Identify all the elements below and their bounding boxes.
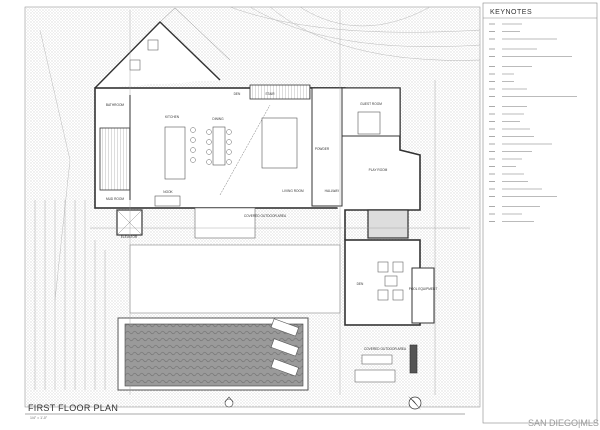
stair [249,84,311,100]
keynotes-heading: KEYNOTES [490,9,532,16]
room-label-kitchen: KITCHEN [165,115,180,119]
lawn [129,244,341,314]
room-label-stair: STAIR [265,92,275,96]
room-label-play-room: PLAY ROOM [369,168,388,172]
courtyard [367,209,409,239]
north-arrow-icon [408,396,422,410]
room-label-pool-equipment: POOL EQUIPMENT [409,287,438,291]
room-label-covered-outdoor-area-2: COVERED OUTDOOR AREA [364,347,407,351]
room-label-hallway: HALLWAY [325,189,341,193]
room-label-covered-outdoor-area: COVERED OUTDOOR AREA [244,214,287,218]
room-label-den: DEN [234,92,241,96]
chairs [190,127,232,165]
contour-lines [39,6,481,301]
keynotes-panel [482,2,598,424]
drawing-scale: 1/4" = 1'-0" [30,416,48,420]
dimension-lines [90,10,470,395]
room-label-pool-house: DEN [357,282,364,286]
section-marker-icon [224,396,234,408]
watermark: SAN DIEGO|MLS [528,418,599,428]
lounge-chairs [270,318,299,377]
keynotes-list [489,23,577,222]
room-label-nook: NOOK [163,190,173,194]
room-label-dining: DINING [212,117,224,121]
pool [124,323,304,387]
bed [357,111,381,135]
dining-table [212,126,226,166]
kitchen-island [164,126,186,180]
room-label-powder: POWDER [315,147,330,151]
drawing-title: FIRST FLOOR PLAN [28,403,118,413]
living-sofa [261,117,298,169]
room-label-guest-room: GUEST ROOM [360,102,382,106]
room-label-living-room: LIVING ROOM [282,189,304,193]
room-label-mud-room: MUD ROOM [106,197,124,201]
pool-house-walls [344,239,421,326]
room-label-elevator: ELEVATOR [121,235,138,239]
deck-boards [34,200,106,390]
room-label-bathroom: BATHROOM [106,103,125,107]
